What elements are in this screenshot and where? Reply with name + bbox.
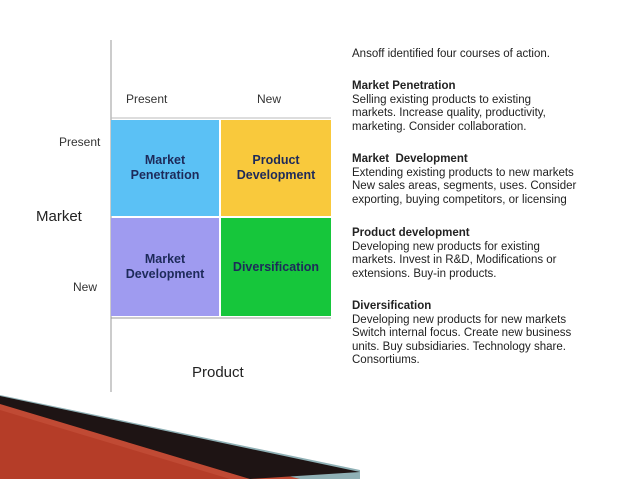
section-heading: Market Penetration <box>352 80 456 92</box>
cell-label: Market Penetration <box>130 153 200 182</box>
intro-text: Ansoff identified four courses of action… <box>352 48 550 60</box>
col-label-present: Present <box>126 92 168 106</box>
swoosh-red-lower <box>0 410 230 479</box>
x-axis-title: Product <box>192 364 244 381</box>
cell-product-development: Product Development <box>221 120 331 216</box>
cell-label: Market Development <box>125 252 205 281</box>
row-label-new: New <box>73 280 98 294</box>
section-body: Extending existing products to new marke… <box>352 166 577 206</box>
section-body: Selling existing products to existing ma… <box>352 93 546 133</box>
section-market-penetration: Market Penetration Selling existing prod… <box>352 80 622 134</box>
y-axis-title: Market <box>36 208 82 225</box>
section-heading: Diversification <box>352 300 432 312</box>
cell-label: Product Development <box>236 153 316 182</box>
section-heading: Product development <box>352 227 470 239</box>
cell-label: Diversification <box>232 259 320 274</box>
section-body: Developing new products for existing mar… <box>352 240 557 280</box>
col-label-new: New <box>257 92 282 106</box>
cell-diversification: Diversification <box>221 218 331 316</box>
section-body: Developing new products for new markets … <box>352 313 572 367</box>
section-diversification: Diversification Developing new products … <box>352 300 622 368</box>
cell-market-penetration: Market Penetration <box>111 120 219 216</box>
section-heading: Market Development <box>352 153 468 165</box>
row-label-present: Present <box>59 135 101 149</box>
section-product-development: Product development Developing new produ… <box>352 227 622 281</box>
cell-market-development: Market Development <box>111 218 219 316</box>
swoosh-dark-band <box>0 396 360 479</box>
section-market-development: Market Development Extending existing pr… <box>352 153 622 207</box>
